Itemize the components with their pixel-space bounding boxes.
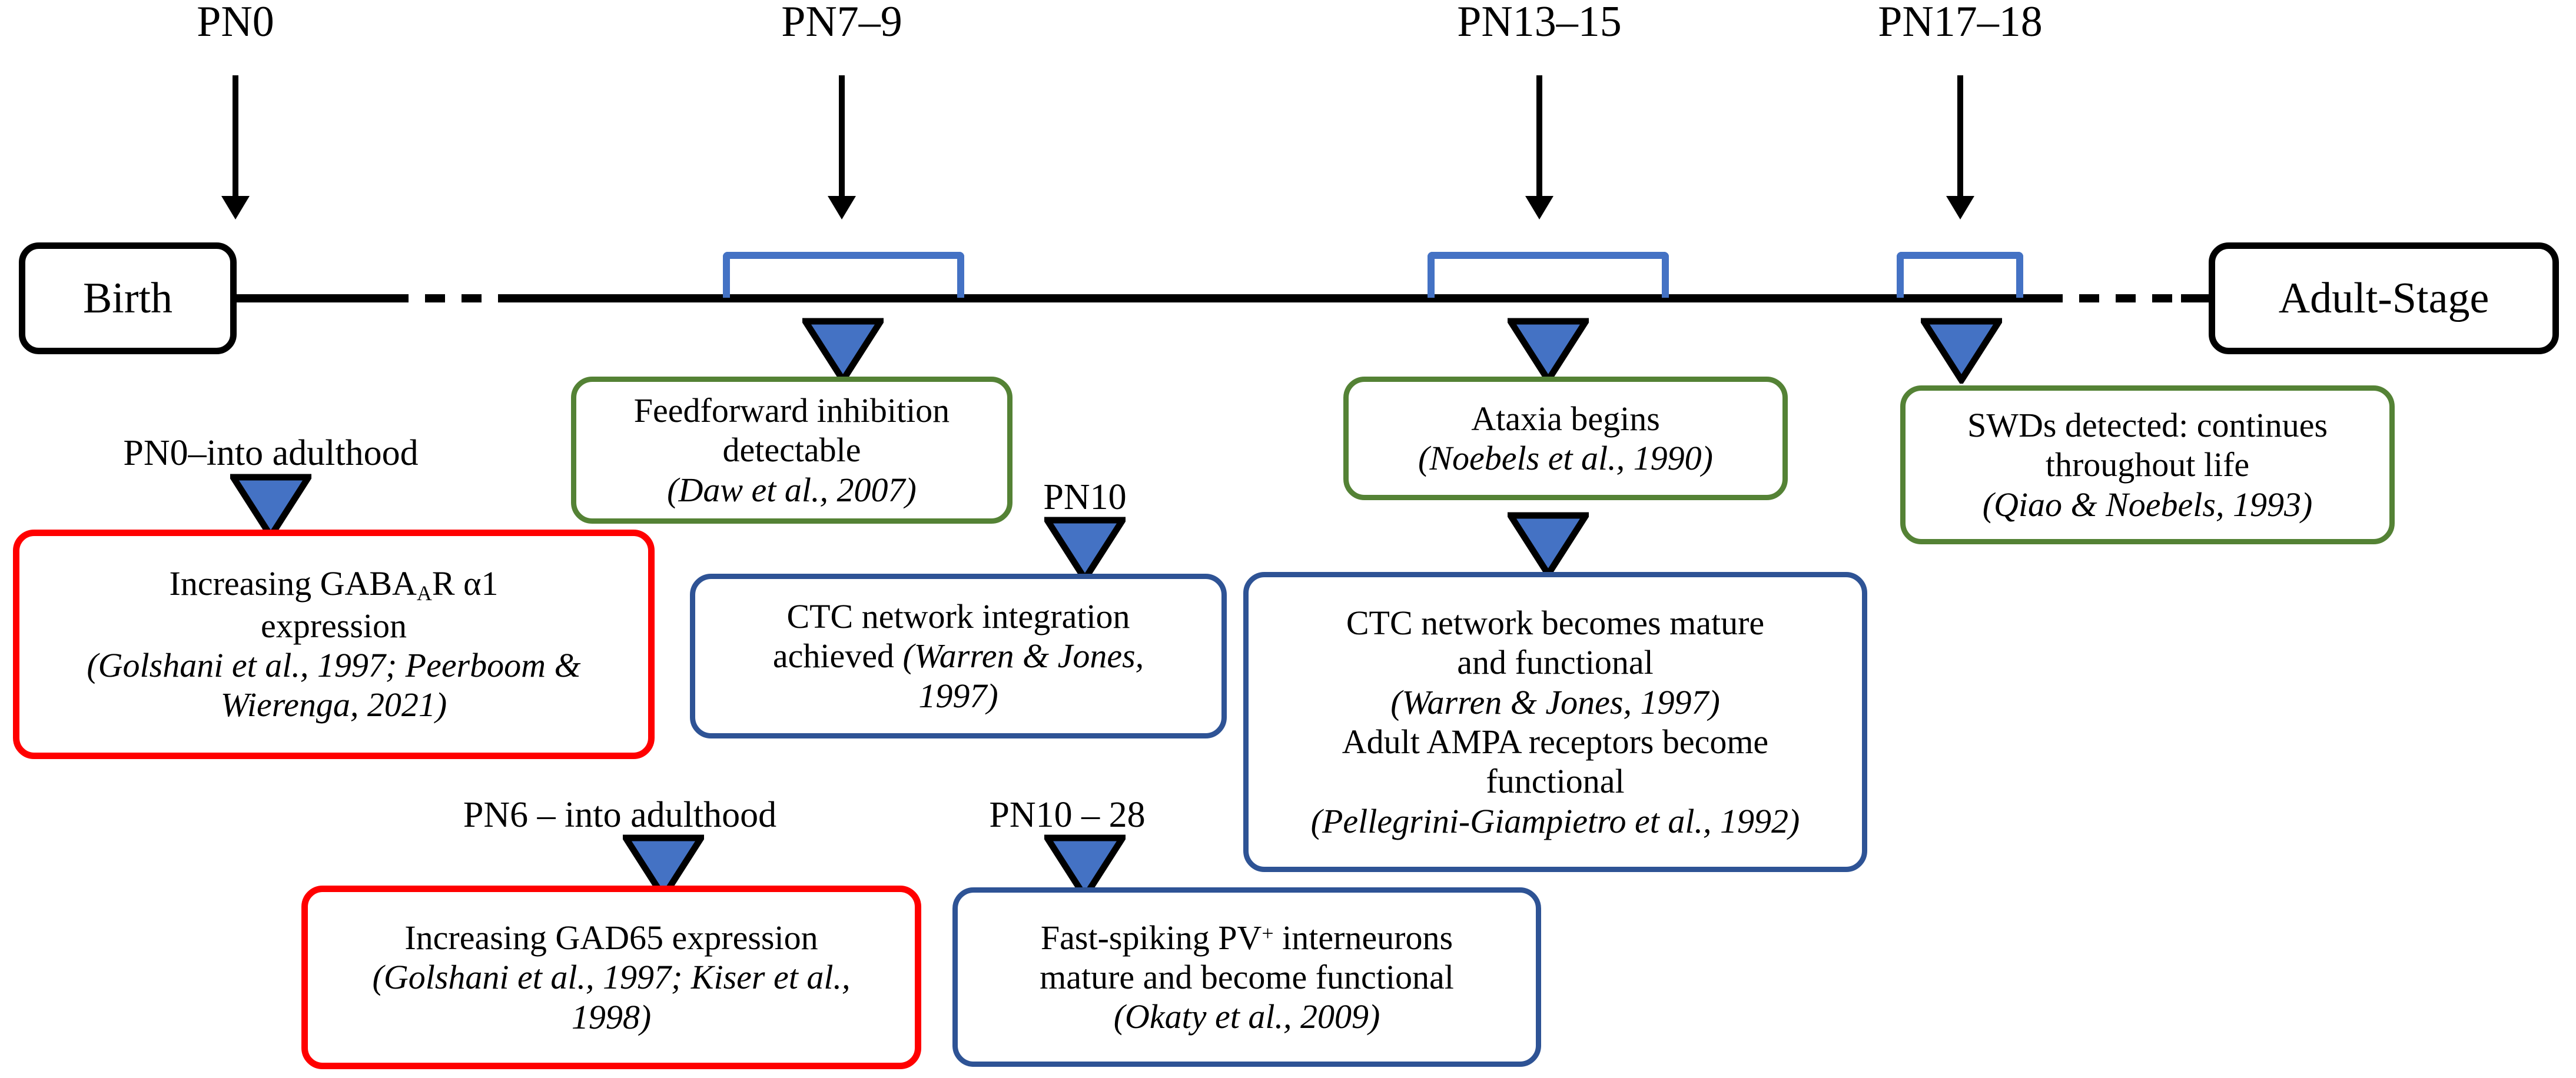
card-line: CTC network becomes mature (1346, 604, 1765, 643)
card-citation: (Qiao & Noebels, 1993) (1982, 485, 2313, 524)
tick-arrow-pn17-18 (1946, 75, 1974, 222)
timeline-start-birth: Birth (19, 242, 237, 354)
period-label-pn13-15: PN13–15 (1457, 0, 1622, 46)
card-gabaa-r-alpha1: Increasing GABAAR α1 expression (Golshan… (13, 530, 655, 759)
timeline-end-label: Adult-Stage (2278, 274, 2489, 322)
timeline-segment-solid-right (2181, 294, 2216, 302)
marker-triangle-pn6-adulthood (623, 834, 704, 900)
card-line-pv: Fast-spiking PV+ interneurons (1040, 918, 1453, 957)
caption-pn10: PN10 (1043, 477, 1127, 517)
card-citation: 1998) (571, 997, 652, 1036)
tick-arrow-pn13-15 (1525, 75, 1553, 222)
tick-arrow-pn0 (221, 75, 250, 222)
period-bracket-pn13-15 (1428, 252, 1669, 298)
card-line: detectable (722, 431, 861, 470)
period-label-pn0: PN0 (197, 0, 274, 46)
card-citation: (Okaty et al., 2009) (1113, 997, 1380, 1036)
card-citation: 1997) (918, 676, 998, 715)
card-line: CTC network integration (786, 597, 1130, 636)
card-line: Feedforward inhibition (633, 391, 950, 430)
marker-triangle-pn0-adulthood (230, 474, 311, 540)
timeline-segment-dashed-left (389, 294, 521, 302)
timeline-segment-solid-left (230, 294, 394, 302)
card-line-mixed: achieved (Warren & Jones, (772, 637, 1144, 676)
marker-triangle-pn13-15 (1508, 318, 1589, 384)
card-citation: (Golshani et al., 1997; Peerboom & (87, 646, 581, 685)
marker-triangle-pn17-18 (1921, 318, 2002, 384)
timeline-segment-dashed-right (2043, 294, 2190, 302)
card-pv-interneurons: Fast-spiking PV+ interneurons mature and… (952, 887, 1541, 1067)
card-citation: (Pellegrini-Giampietro et al., 1992) (1310, 801, 1800, 840)
marker-triangle-pn7-9 (802, 318, 884, 384)
period-bracket-pn7-9 (723, 252, 964, 298)
marker-triangle-ctc-mature (1508, 512, 1589, 578)
card-citation: (Warren & Jones, 1997) (1390, 683, 1720, 721)
card-line: functional (1486, 762, 1625, 801)
caption-pn10-28: PN10 – 28 (989, 795, 1146, 835)
caption-pn6-into-adulthood: PN6 – into adulthood (463, 795, 777, 835)
card-line: Increasing GAD65 expression (404, 919, 818, 957)
card-feedforward-inhibition: Feedforward inhibition detectable (Daw e… (571, 377, 1013, 524)
card-citation: (Golshani et al., 1997; Kiser et al., (372, 958, 851, 997)
card-ctc-network-mature: CTC network becomes mature and functiona… (1243, 572, 1867, 872)
card-swds-detected: SWDs detected: continues throughout life… (1900, 385, 2395, 544)
card-line: SWDs detected: continues (1967, 406, 2328, 445)
caption-pn0-into-adulthood: PN0–into adulthood (123, 433, 419, 473)
timeline-end-adult-stage: Adult-Stage (2209, 242, 2559, 354)
card-line: expression (260, 606, 407, 645)
period-label-pn17-18: PN17–18 (1878, 0, 2043, 46)
card-line: mature and become functional (1040, 957, 1454, 996)
card-citation: (Noebels et al., 1990) (1418, 439, 1713, 477)
card-line: Adult AMPA receptors become (1342, 723, 1769, 761)
card-line: and functional (1457, 643, 1654, 682)
period-label-pn7-9: PN7–9 (781, 0, 902, 46)
card-citation: (Daw et al., 2007) (667, 470, 917, 509)
marker-triangle-pn10-28 (1044, 834, 1126, 900)
marker-triangle-pn10 (1044, 517, 1126, 583)
card-ctc-network-integration: CTC network integration achieved (Warren… (690, 574, 1227, 738)
timeline-start-label: Birth (82, 274, 173, 322)
card-ataxia-begins: Ataxia begins (Noebels et al., 1990) (1343, 377, 1788, 500)
card-citation: Wierenga, 2021) (220, 686, 447, 724)
card-line-gabaa: Increasing GABAAR α1 (169, 564, 499, 605)
period-bracket-pn17-18 (1897, 252, 2023, 298)
card-line: throughout life (2045, 445, 2250, 484)
card-gad65-expression: Increasing GAD65 expression (Golshani et… (301, 886, 921, 1069)
tick-arrow-pn7-9 (828, 75, 856, 222)
card-line: Ataxia begins (1471, 399, 1660, 438)
